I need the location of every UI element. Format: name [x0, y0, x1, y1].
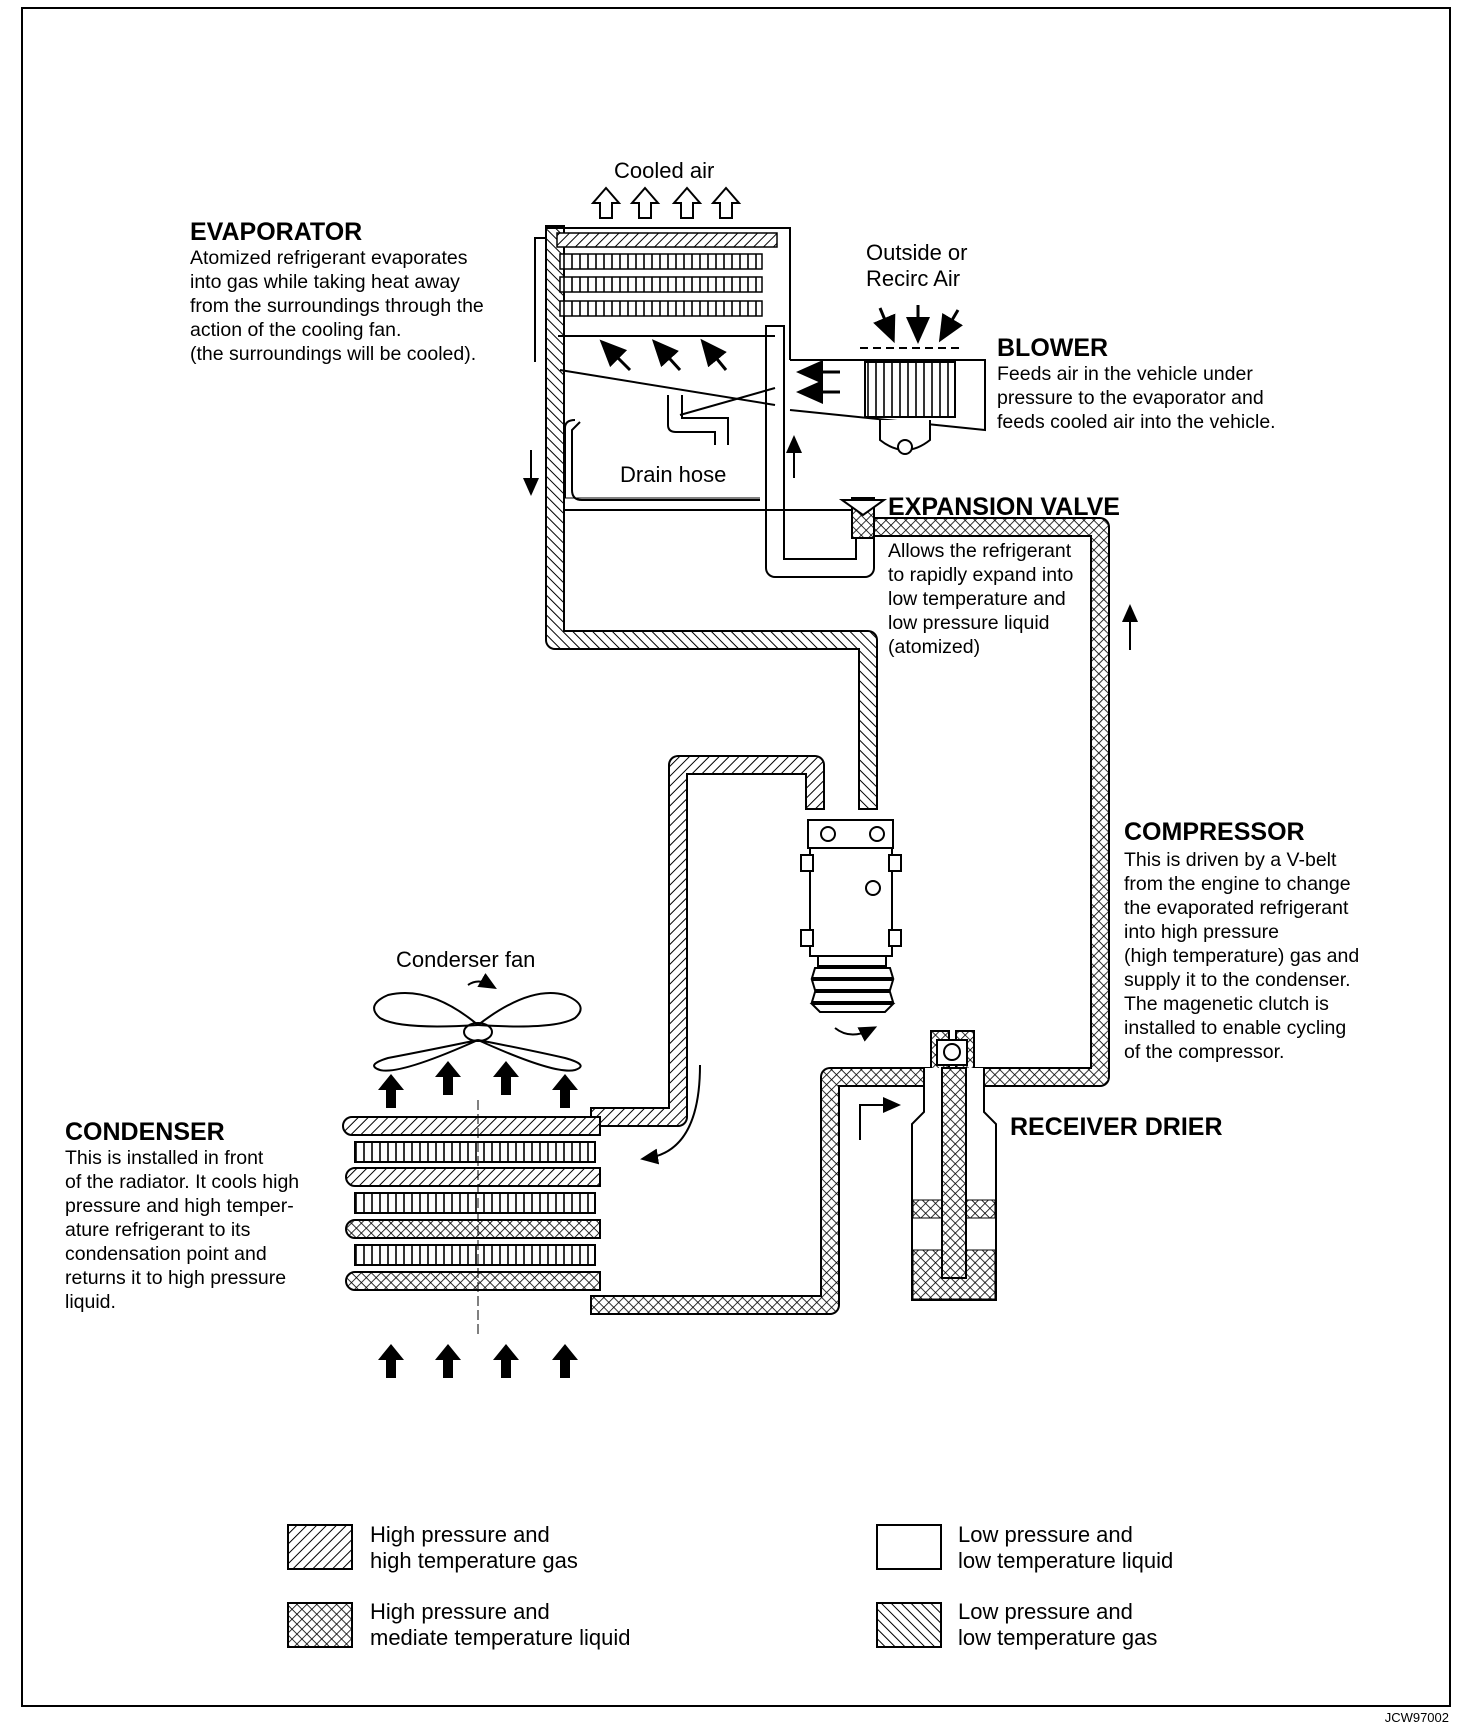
outside-air-label-line1: Outside or [866, 240, 968, 265]
legend-label: High pressure and [370, 1599, 550, 1624]
blower-desc-line: feeds cooled air into the vehicle. [997, 411, 1276, 433]
blower-desc-line: pressure to the evaporator and [997, 387, 1264, 409]
evaporator-desc-line: Atomized refrigerant evaporates [190, 247, 468, 269]
condenser-description: This is installed in front of the radiat… [65, 1147, 299, 1313]
expansion-valve-desc-line: Allows the refrigerant [888, 540, 1072, 562]
blower [789, 305, 986, 455]
legend-label: High pressure and [370, 1522, 550, 1547]
evaporator-desc-line: into gas while taking heat away [190, 271, 460, 293]
flow-arrows [523, 435, 1138, 1165]
expansion-valve [838, 497, 888, 539]
compressor-desc-line: supply it to the condenser. [1124, 969, 1351, 991]
legend-label: Low pressure and [958, 1522, 1133, 1547]
expansion-valve-desc-line: low pressure liquid [888, 612, 1050, 634]
legend-label: low temperature gas [958, 1625, 1157, 1650]
blower-title: BLOWER [997, 334, 1108, 362]
figure-code: JCW97002 [1385, 1710, 1449, 1725]
compressor-desc-line: the evaporated refrigerant [1124, 897, 1349, 919]
compressor-desc-line: from the engine to change [1124, 873, 1351, 895]
legend-label: mediate temperature liquid [370, 1625, 630, 1650]
legend: High pressure and high temperature gas L… [287, 1522, 1173, 1650]
receiver-drier [911, 1039, 997, 1301]
compressor [800, 819, 902, 1042]
blower-desc-line: Feeds air in the vehicle under [997, 363, 1253, 385]
evaporator-description: Atomized refrigerant evaporates into gas… [190, 247, 484, 365]
compressor-desc-line: into high pressure [1124, 921, 1279, 943]
condenser-title: CONDENSER [65, 1118, 225, 1146]
compressor-desc-line: (high temperature) gas and [1124, 945, 1359, 967]
compressor-description: This is driven by a V-belt from the engi… [1124, 849, 1359, 1063]
condenser-airflow-arrows [378, 1061, 578, 1378]
legend-label: low temperature liquid [958, 1548, 1173, 1573]
condenser-desc-line: liquid. [65, 1291, 116, 1313]
condenser-desc-line: This is installed in front [65, 1147, 264, 1169]
compressor-title: COMPRESSOR [1124, 818, 1305, 846]
compressor-desc-line: The magenetic clutch is [1124, 993, 1329, 1015]
condenser-desc-line: ature refrigerant to its [65, 1219, 251, 1241]
evaporator-desc-line: action of the cooling fan. [190, 319, 401, 341]
legend-label: high temperature gas [370, 1548, 578, 1573]
expansion-valve-description: Allows the refrigerant to rapidly expand… [888, 540, 1074, 658]
condenser-desc-line: of the radiator. It cools high [65, 1171, 299, 1193]
drain-hose-label: Drain hose [620, 462, 726, 487]
condenser-desc-line: pressure and high temper- [65, 1195, 294, 1217]
figure-frame [21, 7, 1451, 1707]
condenser-desc-line: condensation point and [65, 1243, 267, 1265]
cooled-air-label: Cooled air [614, 158, 714, 183]
legend-label: Low pressure and [958, 1599, 1133, 1624]
compressor-desc-line: installed to enable cycling [1124, 1017, 1346, 1039]
blower-description: Feeds air in the vehicle under pressure … [997, 363, 1276, 433]
expansion-valve-desc-line: (atomized) [888, 636, 980, 658]
condenser-fan-label: Conderser fan [396, 947, 535, 972]
legend-swatch-lp-liquid [876, 1524, 942, 1570]
evaporator-desc-line: from the surroundings through the [190, 295, 484, 317]
condenser-fan [373, 973, 582, 1072]
evaporator-desc-line: (the surroundings will be cooled). [190, 343, 476, 365]
evaporator-title: EVAPORATOR [190, 218, 362, 246]
legend-swatch-lp-gas [876, 1602, 942, 1648]
legend-swatch-hp-gas [287, 1524, 353, 1570]
expansion-valve-title: EXPANSION VALVE [888, 493, 1120, 521]
expansion-valve-desc-line: to rapidly expand into [888, 564, 1074, 586]
expansion-valve-desc-line: low temperature and [888, 588, 1066, 610]
condenser-desc-line: returns it to high pressure [65, 1267, 286, 1289]
receiver-drier-title: RECEIVER DRIER [1010, 1113, 1223, 1141]
legend-swatch-hp-liquid [287, 1602, 353, 1648]
cooled-air-arrows [590, 186, 742, 219]
compressor-desc-line: of the compressor. [1124, 1041, 1284, 1063]
outside-air-label-line2: Recirc Air [866, 266, 960, 291]
compressor-desc-line: This is driven by a V-belt [1124, 849, 1337, 871]
evaporator [533, 227, 860, 511]
condenser [342, 1100, 601, 1335]
